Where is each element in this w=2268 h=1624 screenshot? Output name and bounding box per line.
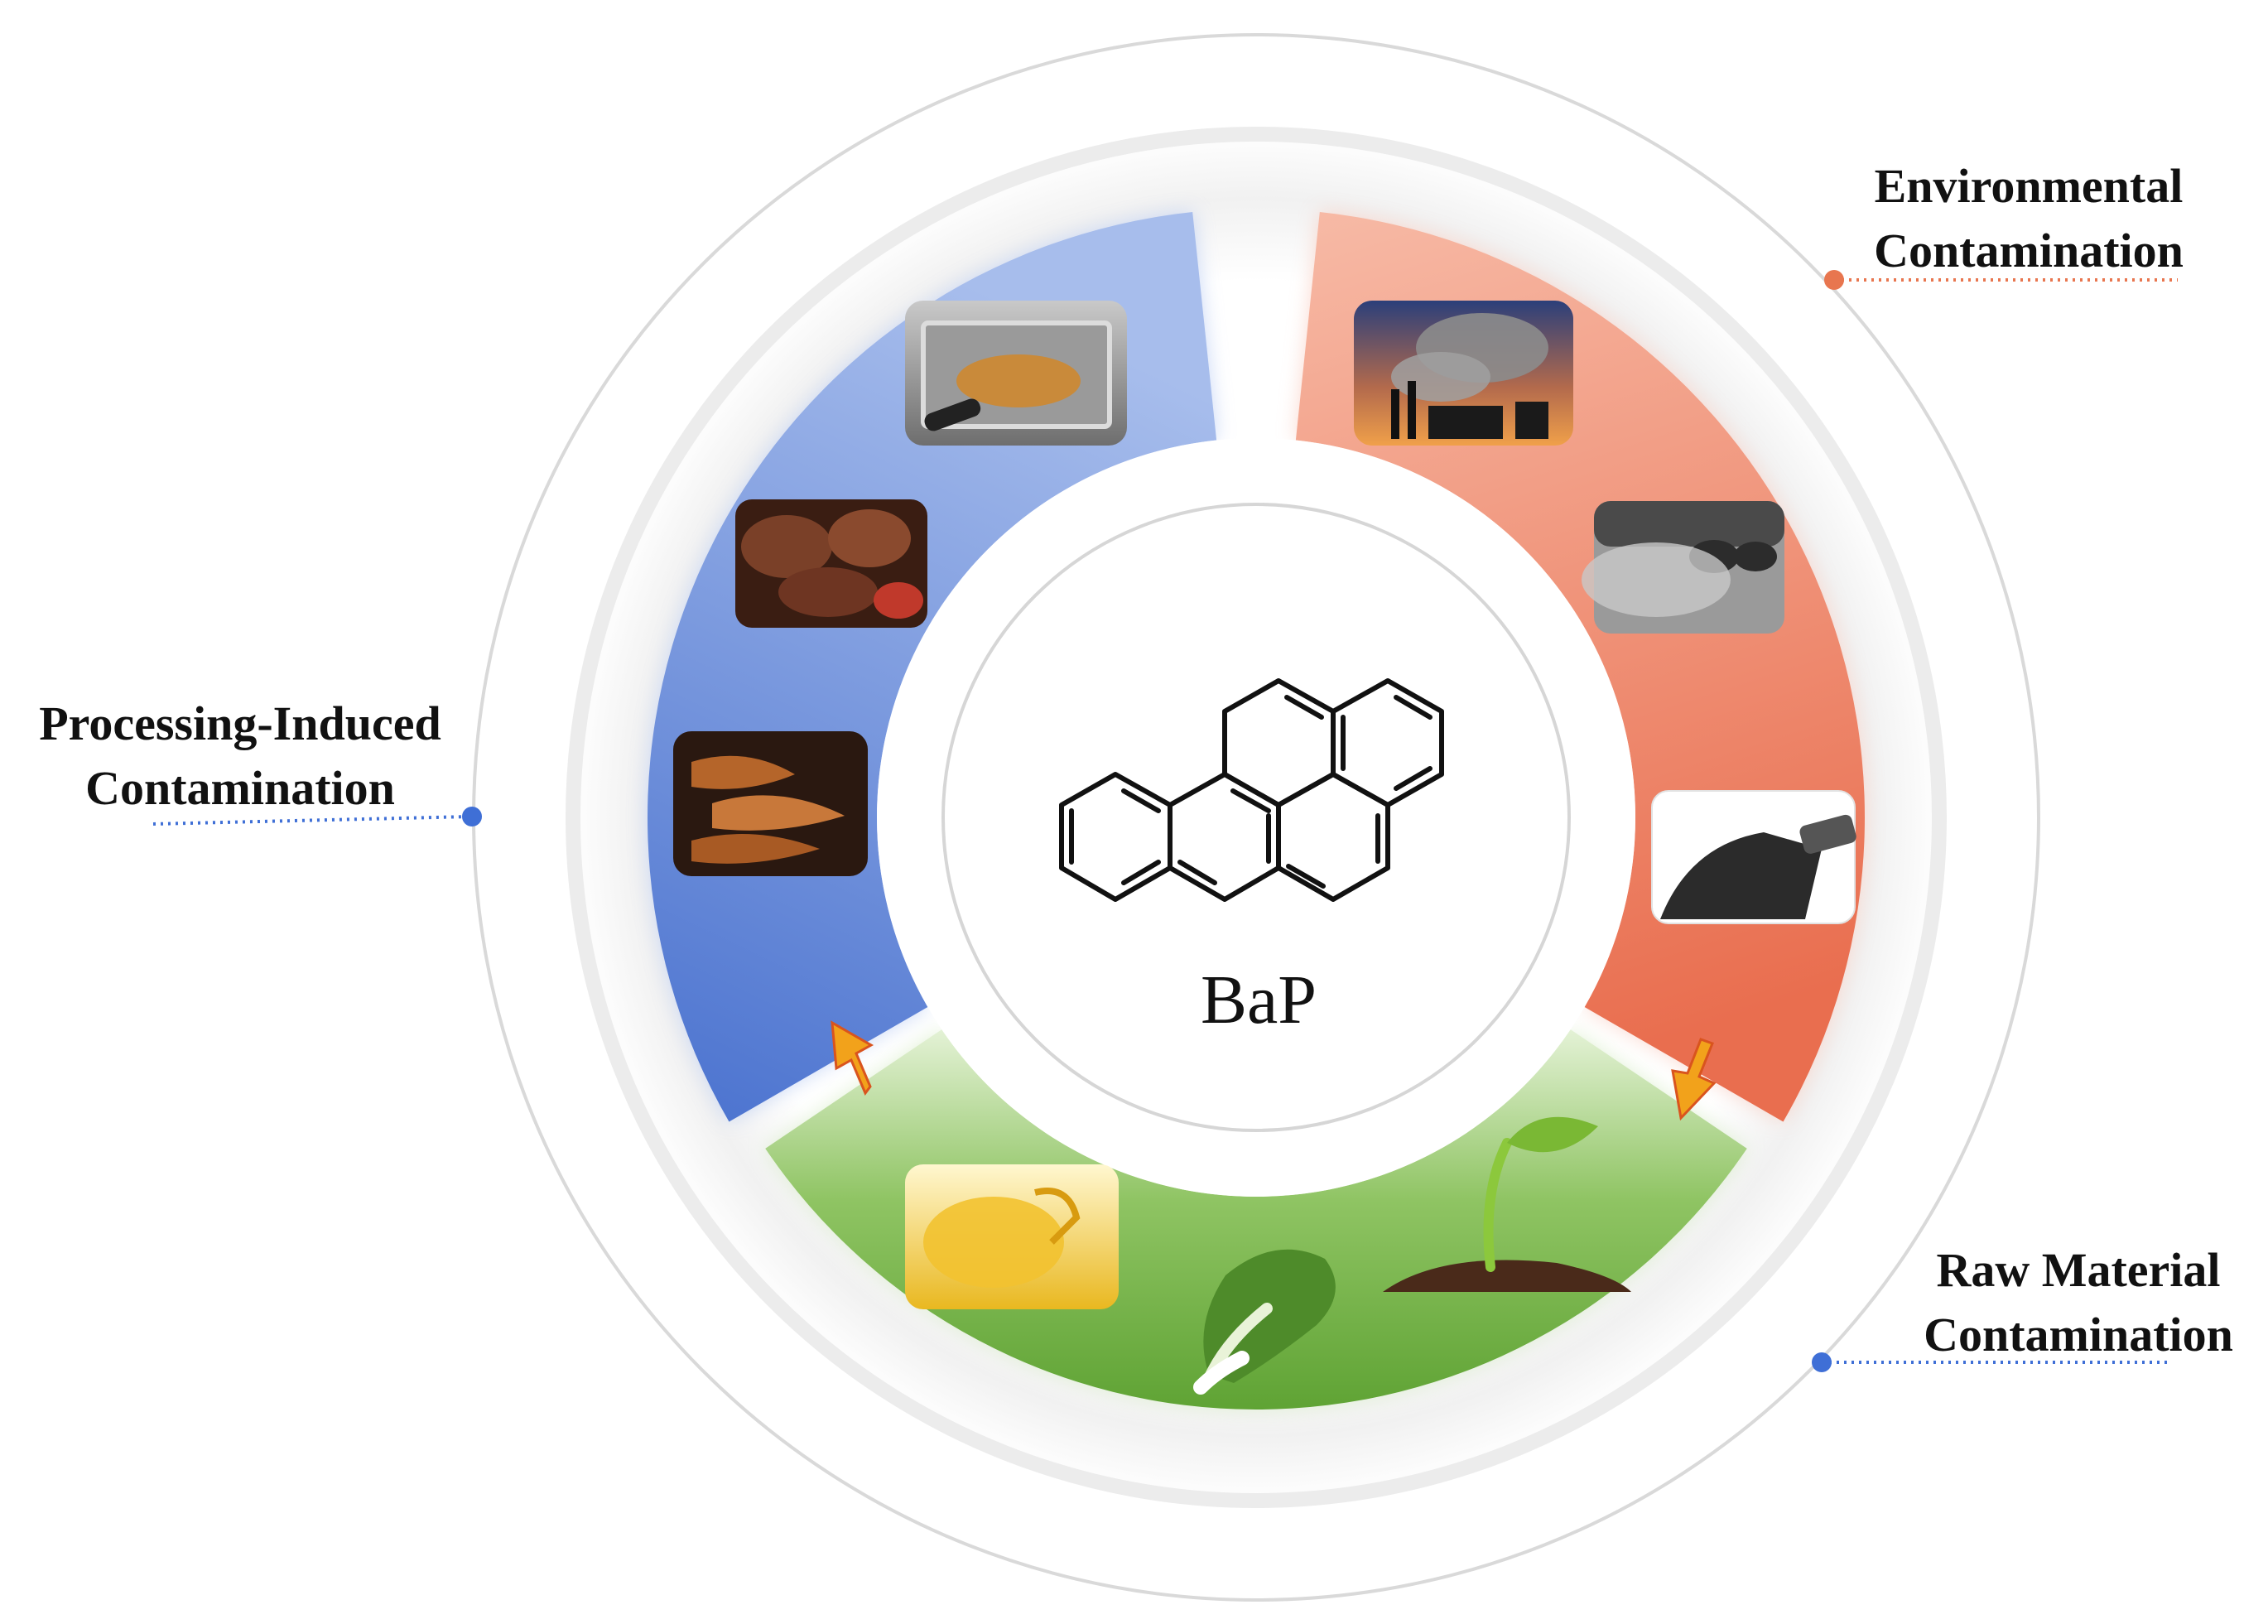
benzo-a-pyrene-structure-icon [1059,678,1444,902]
raw-material-connector [1812,1352,2169,1372]
processing-connector [152,807,482,826]
inner-disc [877,438,1635,1197]
raw-material-contamination-label: Raw Material Contamination [1888,1238,2268,1367]
factory-smokestacks-photo-icon [1354,301,1573,446]
processing-label-line-1: Processing-Induced [39,696,441,750]
inner-ring-line [941,503,1571,1132]
vehicle-exhaust-photo-icon [1582,501,1784,634]
grilled-meat-photo-icon [735,499,927,628]
seedling-in-soil-photo-icon [1383,1116,1631,1292]
processing-label-line-2: Contamination [85,761,395,815]
arrow-environmental-to-raw-icon [1671,1038,1717,1121]
environmental-label-line-1: Environmental [1874,159,2184,213]
cooking-oil-photo-icon [905,1164,1119,1309]
processing-induced-contamination-label: Processing-Induced Contamination [0,692,480,821]
deep-fryer-photo-icon [905,301,1127,446]
arrow-raw-to-processing-icon [831,1020,874,1096]
raw-material-label-line-2: Contamination [1924,1308,2233,1361]
halo-ring-edge [566,127,1947,1508]
raw-material-label-line-1: Raw Material [1936,1243,2221,1297]
bok-choy-photo-icon [1193,1249,1336,1395]
bap-label: BaP [1200,961,1317,1038]
environmental-label-line-2: Contamination [1874,224,2184,277]
soot-discharge-photo-icon [1651,790,1856,924]
environmental-connector [1824,270,2178,290]
smoked-fish-photo-icon [673,731,868,876]
raw-material-segment [765,1029,1747,1410]
environmental-contamination-label: Environmental Contamination [1830,154,2227,283]
